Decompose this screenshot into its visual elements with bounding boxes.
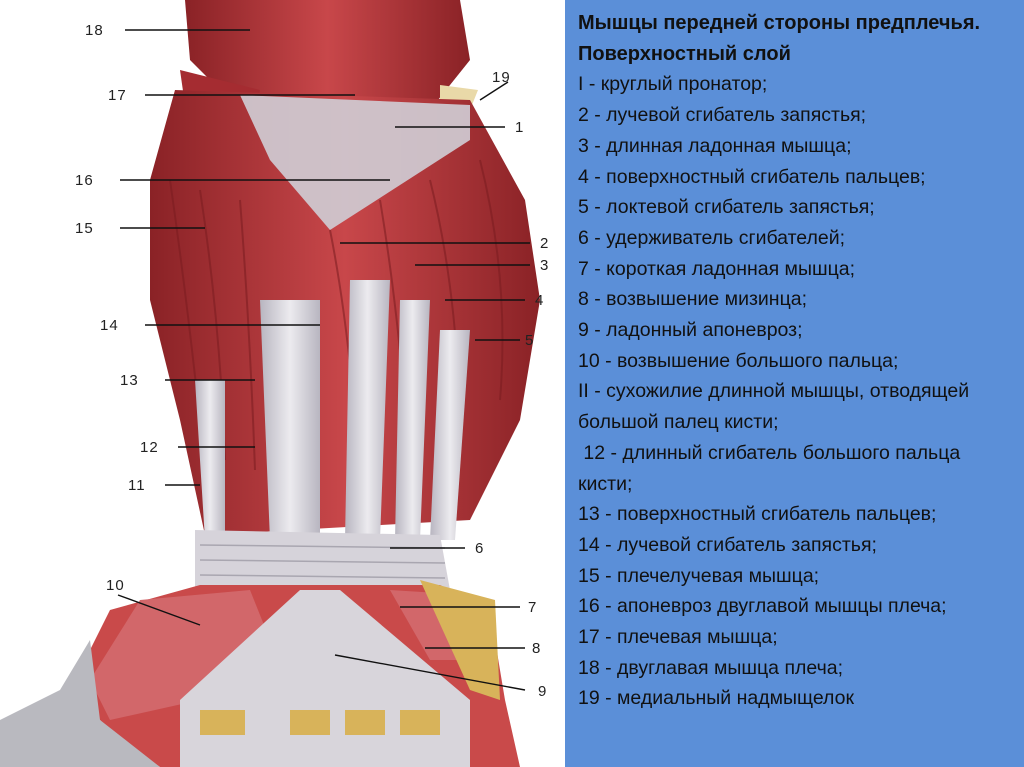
labels-left: 18 17 16 15 14 13 12 11 10 xyxy=(75,22,159,594)
legend-item: 10 - возвышение большого пальца; xyxy=(578,346,1014,377)
legend-item: 17 - плечевая мышца; xyxy=(578,622,1014,653)
legend-item: 9 - ладонный апоневроз; xyxy=(578,315,1014,346)
legend-item: 2 - лучевой сгибатель запястья; xyxy=(578,100,1014,131)
legend-item: 4 - поверхностный сгибатель пальцев; xyxy=(578,162,1014,193)
legend-item: 8 - возвышение мизинца; xyxy=(578,284,1014,315)
label-18: 18 xyxy=(85,22,104,39)
label-11: 11 xyxy=(128,477,146,494)
legend-item: 13 - поверхностный сгибатель пальцев; xyxy=(578,499,1014,530)
label-7: 7 xyxy=(528,599,537,616)
label-15: 15 xyxy=(75,220,94,237)
label-1: 1 xyxy=(515,119,524,136)
caption-title: Мышцы передней стороны предплечья. Повер… xyxy=(578,8,1014,69)
legend-item: 12 - длинный сгибатель большого пальца к… xyxy=(578,438,1014,499)
forearm-muscle-illustration: 18 17 16 15 14 13 12 11 10 19 1 2 3 4 5 … xyxy=(0,0,565,767)
legend-item: 5 - локтевой сгибатель запястья; xyxy=(578,192,1014,223)
label-17: 17 xyxy=(108,87,127,104)
label-5: 5 xyxy=(525,332,534,349)
legend-item: 3 - длинная ладонная мышца; xyxy=(578,131,1014,162)
label-16: 16 xyxy=(75,172,94,189)
legend-item: 15 - плечелучевая мышца; xyxy=(578,561,1014,592)
legend-item: 6 - удерживатель сгибателей; xyxy=(578,223,1014,254)
label-19: 19 xyxy=(492,69,511,86)
anatomy-drawing: 18 17 16 15 14 13 12 11 10 19 1 2 3 4 5 … xyxy=(0,0,565,767)
label-6: 6 xyxy=(475,540,484,557)
legend-list: I - круглый пронатор; 2 - лучевой сгибат… xyxy=(578,69,1014,714)
legend-item: I - круглый пронатор; xyxy=(578,69,1014,100)
label-12: 12 xyxy=(140,439,159,456)
legend-item: 18 - двуглавая мышца плеча; xyxy=(578,653,1014,684)
label-14: 14 xyxy=(100,317,119,334)
label-4: 4 xyxy=(535,292,544,309)
caption-panel: Мышцы передней стороны предплечья. Повер… xyxy=(565,0,1024,767)
label-13: 13 xyxy=(120,372,139,389)
label-9: 9 xyxy=(538,683,547,700)
legend-item: II - сухожилие длинной мышцы, отводящей … xyxy=(578,376,1014,437)
legend-item: 19 - медиальный надмыщелок xyxy=(578,683,1014,714)
label-10: 10 xyxy=(106,577,125,594)
legend-item: 14 - лучевой сгибатель запястья; xyxy=(578,530,1014,561)
label-3: 3 xyxy=(540,257,549,274)
label-8: 8 xyxy=(532,640,541,657)
legend-item: 16 - апоневроз двуглавой мышцы плеча; xyxy=(578,591,1014,622)
legend-item: 7 - короткая ладонная мышца; xyxy=(578,254,1014,285)
label-2: 2 xyxy=(540,235,549,252)
